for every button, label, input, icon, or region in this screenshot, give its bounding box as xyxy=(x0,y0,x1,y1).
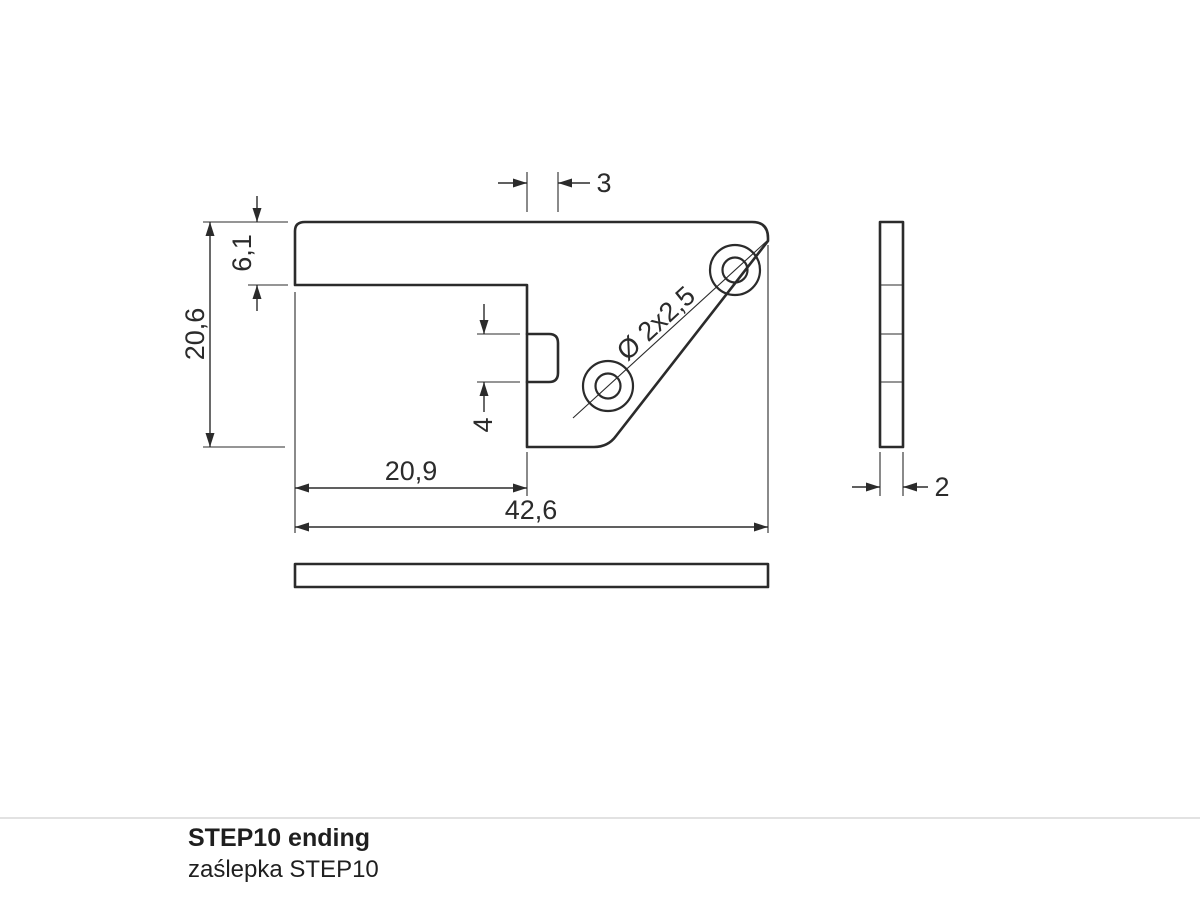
holes-diameter-label: Ø 2x2,5 xyxy=(611,280,701,366)
dimension-label-tab-height: 4 xyxy=(468,417,498,432)
arrowhead xyxy=(295,483,309,493)
arrowhead xyxy=(513,483,527,493)
drawing-title: STEP10 ending xyxy=(188,824,370,852)
dimension-label-total-height: 20,6 xyxy=(180,308,210,361)
arrowhead xyxy=(903,482,917,492)
arrowhead xyxy=(295,522,309,532)
holes-centerline xyxy=(572,239,769,419)
dimension-label-left-width: 20,9 xyxy=(385,456,438,486)
front-view-outline xyxy=(293,220,770,449)
dimension-tab-height: 4 xyxy=(468,304,520,433)
mounting-holes: Ø 2x2,5 xyxy=(572,239,769,419)
dimension-thickness: 2 xyxy=(852,452,950,502)
arrowhead xyxy=(558,178,572,188)
dimension-label-total-width: 42,6 xyxy=(505,495,558,525)
arrowhead xyxy=(754,522,768,532)
dimension-left-width: 20,9 xyxy=(294,292,528,533)
bottom-view-outline xyxy=(293,562,770,589)
dimension-label-tab-width: 3 xyxy=(596,168,611,198)
front-view: Ø 2x2,5 xyxy=(293,220,770,449)
dimension-label-thickness: 2 xyxy=(934,472,949,502)
hole-top-inner-circle xyxy=(721,256,749,284)
hole-bottom-outer-circle xyxy=(581,359,635,413)
drawing-subtitle: zaślepka STEP10 xyxy=(188,856,379,883)
hole-bottom-inner-circle xyxy=(594,372,622,400)
arrowhead xyxy=(252,285,262,299)
arrowhead xyxy=(205,222,215,236)
bottom-view xyxy=(293,562,770,589)
front-view-tab xyxy=(525,332,560,384)
dimension-flange-height: 6,1 xyxy=(203,196,288,311)
arrowhead xyxy=(479,382,489,396)
arrowhead xyxy=(513,178,527,188)
dimension-total-height: 20,6 xyxy=(180,222,285,448)
hole-top-outer-circle xyxy=(708,243,762,297)
arrowhead xyxy=(479,320,489,334)
arrowhead xyxy=(252,208,262,222)
arrowhead xyxy=(205,433,215,447)
side-view xyxy=(878,220,905,449)
dimension-total-width: 42,6 xyxy=(295,245,769,533)
arrowhead xyxy=(866,482,880,492)
dimension-label-flange-height: 6,1 xyxy=(227,234,257,272)
dimension-tab-width: 3 xyxy=(498,168,612,212)
